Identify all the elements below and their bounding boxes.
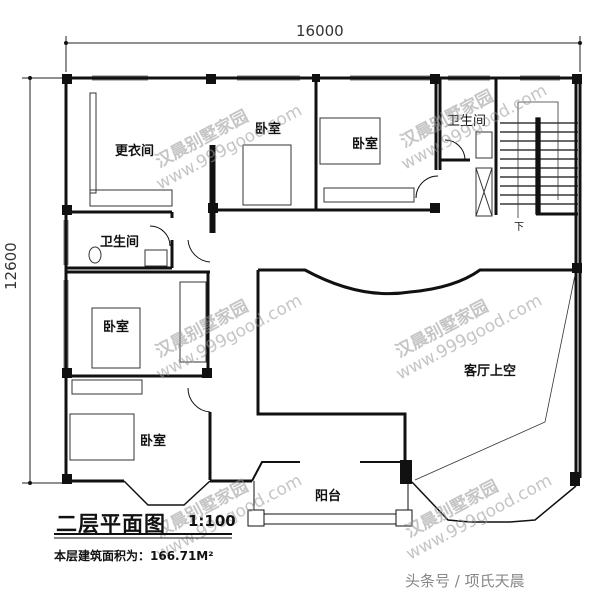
plan-title: 二层平面图 (56, 512, 166, 536)
bay-windows (123, 480, 577, 523)
stair-down-label: 下 (514, 222, 524, 233)
room-label-bath-right: 卫生间 (447, 114, 487, 129)
columns (62, 74, 582, 486)
width-dimension: 16000 (296, 22, 344, 40)
walls (64, 76, 582, 483)
balcony (247, 461, 413, 527)
source-credit: 头条号 / 项氏天晨 (405, 572, 525, 590)
room-label-bath-left: 卫生间 (100, 235, 140, 250)
furniture (69, 92, 493, 461)
room-label-living-void: 客厅上空 (464, 364, 517, 379)
floor-area-text: 本层建筑面积为：166.71M² (54, 549, 214, 563)
windows (63, 75, 560, 370)
plan-scale: 1:100 (188, 512, 236, 530)
room-label-bedroom-top2: 卧室 (352, 137, 379, 152)
stairs (500, 117, 578, 216)
room-label-dressing: 更衣间 (115, 144, 155, 159)
void-outline (256, 268, 575, 462)
room-label-bedroom-top: 卧室 (255, 122, 282, 137)
room-label-bedroom-bottom: 卧室 (140, 434, 167, 449)
room-label-bedroom-mid: 卧室 (103, 320, 130, 335)
height-dimension: 12600 (2, 242, 20, 290)
room-label-balcony: 阳台 (315, 489, 342, 504)
doors (149, 139, 466, 413)
